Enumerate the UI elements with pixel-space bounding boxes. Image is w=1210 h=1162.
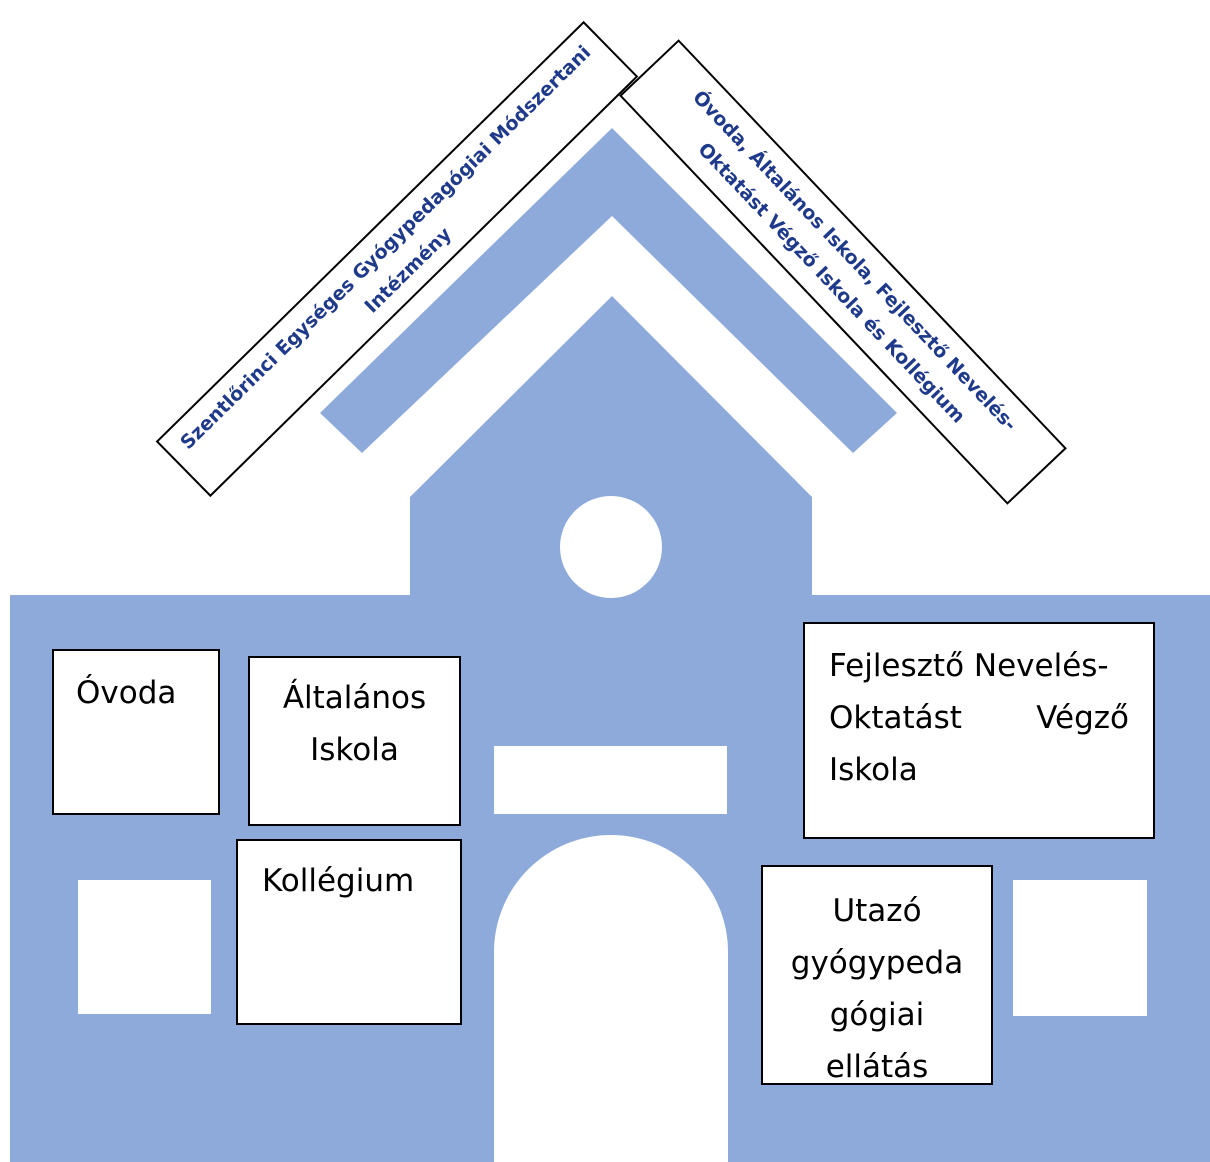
- sign-plate: [494, 746, 727, 814]
- building-tower: [410, 296, 812, 600]
- window-right: [1013, 880, 1147, 1016]
- unit-kollegium-label: Kollégium: [262, 863, 415, 899]
- unit-fejleszto-line1: Fejlesztő Nevelés-: [829, 648, 1109, 684]
- window-left: [78, 880, 211, 1014]
- unit-fejleszto-word-oktatast: Oktatást: [829, 700, 962, 736]
- unit-altalanos-iskola: Általános Iskola: [248, 656, 461, 826]
- unit-kollegium: Kollégium: [236, 839, 462, 1025]
- unit-utazo-line4: ellátás: [825, 1049, 929, 1085]
- round-window: [560, 496, 662, 598]
- unit-fejleszto-line2: Oktatást Végző: [829, 692, 1129, 744]
- unit-utazo-line1: Utazó: [832, 893, 922, 929]
- unit-utazo: Utazó gyógypeda gógiai ellátás: [761, 865, 993, 1085]
- unit-fejleszto: Fejlesztő Nevelés- Oktatást Végző Iskola: [803, 622, 1155, 839]
- unit-fejleszto-line3: Iskola: [829, 752, 918, 788]
- roof-chevron: [320, 128, 897, 453]
- unit-ovoda: Óvoda: [52, 649, 220, 815]
- unit-altalanos-iskola-line2: Iskola: [310, 732, 399, 768]
- unit-altalanos-iskola-line1: Általános: [282, 680, 427, 716]
- unit-utazo-line3: gógiai: [829, 997, 925, 1033]
- entrance-door: [494, 835, 728, 1162]
- unit-ovoda-label: Óvoda: [76, 675, 177, 711]
- unit-fejleszto-word-vegzo: Végző: [1036, 700, 1129, 736]
- unit-utazo-line2: gyógypeda: [790, 945, 964, 981]
